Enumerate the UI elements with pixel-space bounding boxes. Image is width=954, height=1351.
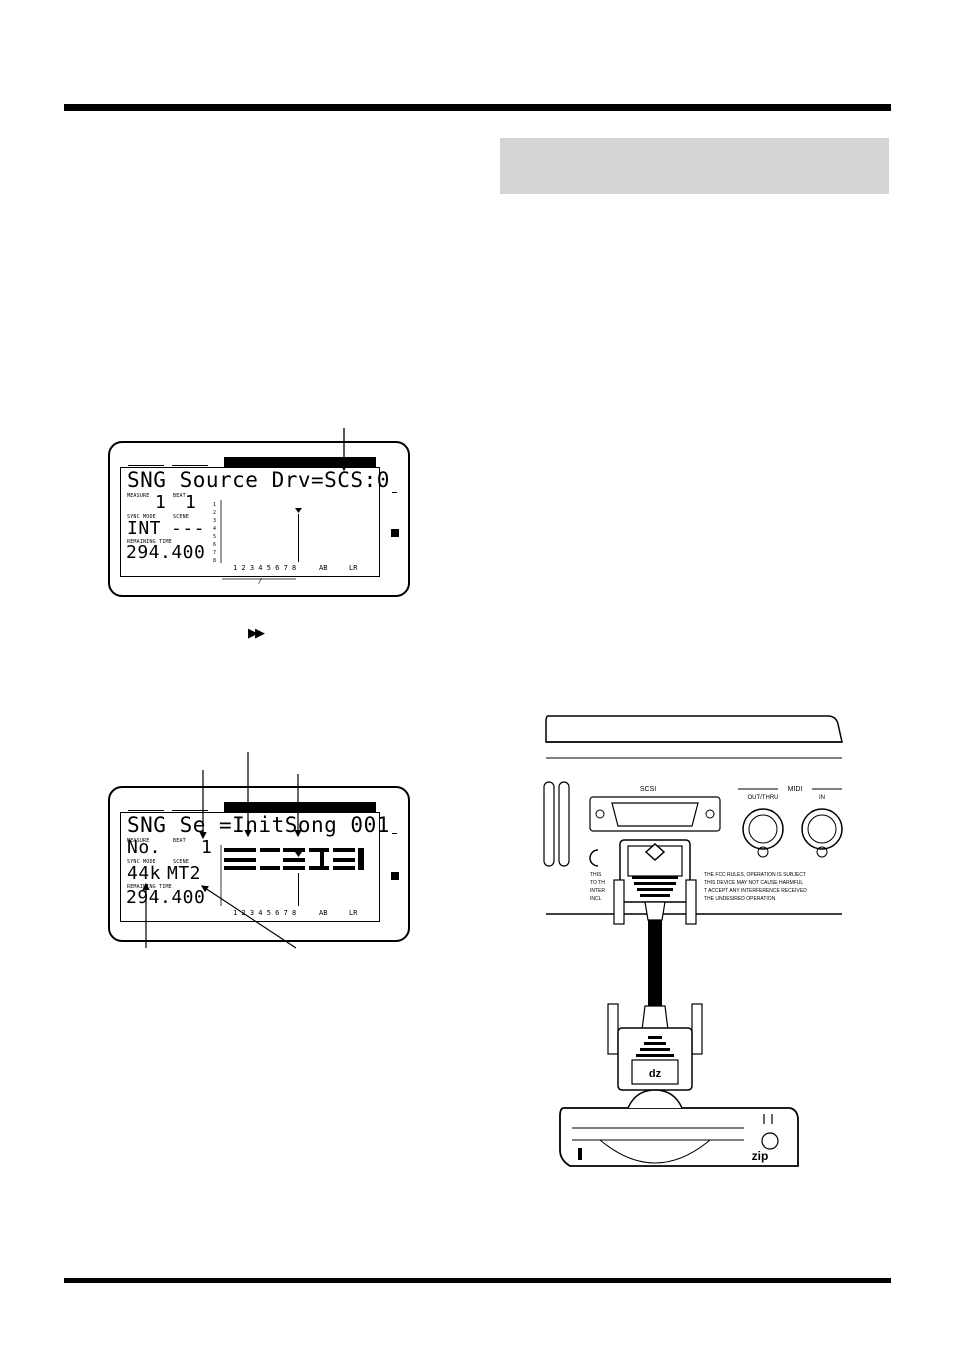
connector-logo: dz <box>649 1068 662 1080</box>
remaining-time-label: REMAINING TIME <box>127 539 172 545</box>
record-mode-value: MT2 <box>167 863 202 884</box>
measure-label: MEASURE <box>127 493 150 499</box>
zip-label: zip <box>752 1149 769 1163</box>
lcd-line-1: SNG Source Drv=SCS:0 <box>127 468 390 492</box>
song-number-label: No. <box>127 837 162 858</box>
ab-label: AB <box>319 909 328 917</box>
remaining-time-value: 294.400 <box>126 542 206 563</box>
out-thru-label: OUT/THRU <box>748 795 779 801</box>
lr-label: LR <box>349 564 358 572</box>
svg-text:THIS DEVICE MAY NOT CAUSE HARM: THIS DEVICE MAY NOT CAUSE HARMFUL <box>704 880 803 886</box>
lr-label: LR <box>349 909 358 917</box>
beat-value: 1 <box>185 492 197 513</box>
svg-text:INCL: INCL <box>590 896 602 902</box>
svg-text:7: 7 <box>213 550 216 556</box>
lcd-side-indicator <box>391 872 399 880</box>
lcd-tab-marker <box>128 465 164 466</box>
scsi-cable-connector-top <box>613 839 697 925</box>
lcd-header-bar <box>224 802 376 813</box>
track-numbers: 1 2 3 4 5 6 7 8 <box>233 564 297 572</box>
song-name-block-characters <box>224 848 364 870</box>
scsi-label: SCSI <box>640 786 656 793</box>
lcd-slash: / <box>258 577 263 585</box>
svg-text:TO TH: TO TH <box>590 880 605 886</box>
scsi-cable-connector-bottom <box>607 1003 703 1091</box>
top-rule <box>64 104 891 111</box>
sync-mode-value: INT <box>127 518 162 539</box>
svg-text:2: 2 <box>213 510 216 516</box>
scene-label: SCENE <box>173 514 190 520</box>
lcd1-meter-area: 1 2 3 4 5 6 7 8 <box>213 500 302 580</box>
lcd-header-bar <box>224 457 376 468</box>
lcd-side-tick <box>392 492 397 493</box>
scene-label: SCENE <box>173 859 190 865</box>
measure-label: MEASURE <box>127 838 150 844</box>
lcd-side-indicator <box>391 529 399 537</box>
scene-value: --- <box>171 518 206 539</box>
svg-text:THE FCC RULES, OPERATION IS SU: THE FCC RULES, OPERATION IS SUBJECT <box>704 872 806 878</box>
lcd2-meter-area <box>220 845 364 906</box>
zip-drive-illustration <box>559 1089 799 1167</box>
svg-text:T ACCEPT ANY INTERFERENCE RECE: T ACCEPT ANY INTERFERENCE RECEIVED <box>704 888 807 894</box>
midi-label: MIDI <box>788 786 803 793</box>
lcd-screen: SNG Source Drv=SCS:0 MEASURE BEAT 1 1 SY… <box>120 467 389 577</box>
svg-text:INTER: INTER <box>590 888 605 894</box>
lcd-line-1: SNG Se =InitSong 001 <box>127 813 390 837</box>
measure-value: 1 <box>155 492 167 513</box>
svg-text:5: 5 <box>213 534 216 540</box>
svg-text:6: 6 <box>213 542 216 548</box>
callout-arrow <box>200 885 297 949</box>
beat-label: BEAT <box>173 838 186 844</box>
lcd-side-tick <box>392 833 397 834</box>
in-label: IN <box>819 795 825 801</box>
svg-text:3: 3 <box>213 518 216 524</box>
rear-panel-illustration <box>543 715 843 915</box>
song-number-value: 1 <box>201 837 213 858</box>
lcd-tab-marker <box>172 465 208 466</box>
sync-mode-label: SYNC MODE <box>127 514 156 520</box>
lcd-display-source-drive: SNG Source Drv=SCS:0 MEASURE BEAT 1 1 SY… <box>108 441 410 597</box>
sample-rate-value: 44k <box>127 863 162 884</box>
remaining-time-label: REMAINING TIME <box>127 884 172 890</box>
lcd-tab-marker <box>128 810 164 811</box>
lcd-tab-marker <box>172 810 208 811</box>
sync-mode-label: SYNC MODE <box>127 859 156 865</box>
svg-text:THIS: THIS <box>590 872 602 878</box>
svg-text:THE UNDESIRED OPERATION.: THE UNDESIRED OPERATION. <box>704 896 777 902</box>
svg-text:4: 4 <box>213 526 216 532</box>
beat-label: BEAT <box>173 493 186 499</box>
svg-text:1: 1 <box>213 502 216 508</box>
section-heading-box <box>500 138 889 194</box>
fcc-notice-text: THIS TO TH INTER INCL THE FCC RULES, OPE… <box>590 872 807 902</box>
bottom-rule <box>64 1278 891 1283</box>
svg-text:8: 8 <box>213 558 216 564</box>
fast-forward-icon: ▶▶ <box>248 626 265 641</box>
scsi-cable <box>648 920 662 1006</box>
ab-label: AB <box>319 564 328 572</box>
